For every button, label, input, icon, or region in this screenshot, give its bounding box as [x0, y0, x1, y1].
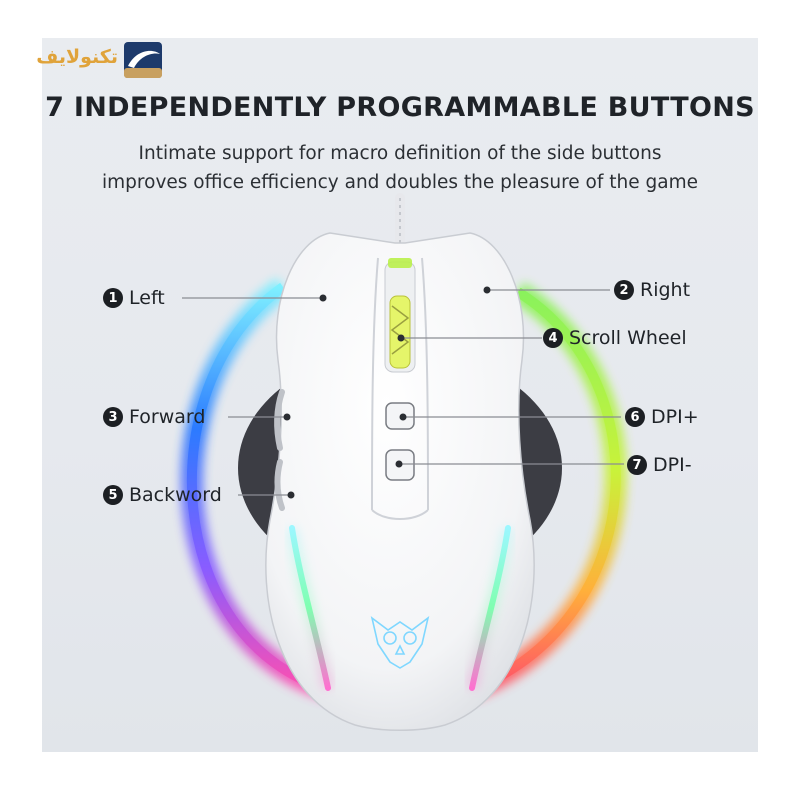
callout-label: DPI+	[651, 406, 699, 428]
callout-number: 1	[103, 288, 123, 308]
callout-dots	[283, 286, 491, 499]
rgb-ring-light	[180, 277, 627, 701]
brand-name: تکنولایف	[36, 46, 118, 68]
callout-number: 3	[103, 407, 123, 427]
brand-logo[interactable]: تکنولایف	[36, 40, 164, 80]
callout-label: Left	[129, 287, 165, 309]
callout-backword: 5 Backword	[103, 484, 222, 506]
callout-label: Backword	[129, 484, 222, 506]
callout-dpi-plus: 6 DPI+	[625, 406, 699, 428]
callout-number: 6	[625, 407, 645, 427]
owl-logo-icon	[370, 616, 430, 669]
callout-forward: 3 Forward	[103, 406, 205, 428]
callout-lines	[182, 289, 624, 496]
callout-left: 1 Left	[103, 287, 165, 309]
callout-scroll-wheel: 4 Scroll Wheel	[543, 327, 687, 349]
callout-label: Right	[640, 279, 691, 301]
callout-number: 5	[103, 485, 123, 505]
callout-number: 7	[627, 455, 647, 475]
callout-dpi-minus: 7 DPI-	[627, 454, 692, 476]
callout-label: DPI-	[653, 454, 692, 476]
callout-label: Forward	[129, 406, 206, 428]
callout-label: Scroll Wheel	[569, 327, 687, 349]
subtitle-line-1: Intimate support for macro definition of…	[138, 143, 662, 164]
callout-number: 2	[614, 280, 634, 300]
page-title: 7 INDEPENDENTLY PROGRAMMABLE BUTTONS	[45, 92, 755, 123]
technolife-swoosh-icon	[124, 42, 162, 78]
subtitle-line-2: improves office efficiency and doubles t…	[102, 172, 698, 193]
callout-number: 4	[543, 328, 563, 348]
callout-right: 2 Right	[614, 279, 690, 301]
